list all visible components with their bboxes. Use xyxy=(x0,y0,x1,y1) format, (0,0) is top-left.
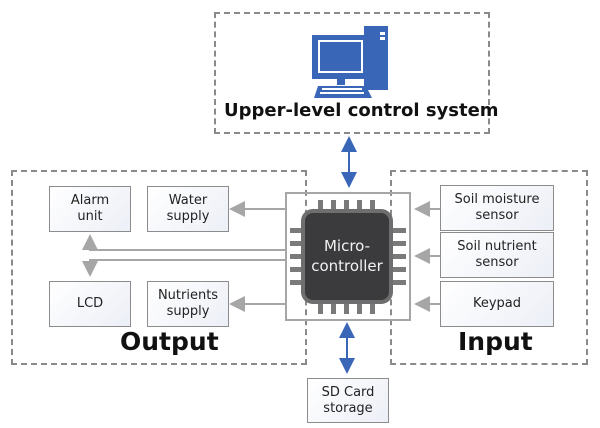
nutrients-line1: Nutrients xyxy=(157,288,219,303)
moisture-line2: sensor xyxy=(475,208,519,223)
water-line1: Water xyxy=(168,193,208,208)
upper-level-group xyxy=(214,12,490,134)
microcontroller-label: Micro- controller xyxy=(303,236,391,276)
sd-line1: SD Card xyxy=(321,384,375,400)
lcd-block: LCD xyxy=(49,281,131,327)
mcu-frame xyxy=(285,192,411,321)
keypad-line1: Keypad xyxy=(472,296,522,311)
arrow-to-alarm-unit xyxy=(82,234,286,251)
microcontroller-line2: controller xyxy=(311,257,383,275)
chip-pins xyxy=(290,200,406,314)
keypad-block: Keypad xyxy=(440,281,554,327)
nutrients-line2: supply xyxy=(166,304,210,319)
input-group-label: Input xyxy=(458,327,533,356)
alarm-line2: unit xyxy=(77,209,103,224)
upper-level-title: Upper-level control system xyxy=(224,100,499,121)
nutrient-line2: sensor xyxy=(475,255,519,270)
microcontroller-line1: Micro- xyxy=(323,237,371,255)
lcd-line1: LCD xyxy=(76,296,104,311)
nutrient-line1: Soil nutrient xyxy=(457,239,537,254)
chip-body xyxy=(301,209,393,304)
desktop-computer-icon xyxy=(312,26,388,98)
output-group-label: Output xyxy=(120,327,219,356)
moisture-line1: Soil moisture xyxy=(454,192,540,207)
alarm-line1: Alarm xyxy=(70,193,110,208)
sd-line2: storage xyxy=(323,400,373,416)
water-line2: supply xyxy=(166,209,210,224)
arrow-to-lcd xyxy=(82,259,286,277)
